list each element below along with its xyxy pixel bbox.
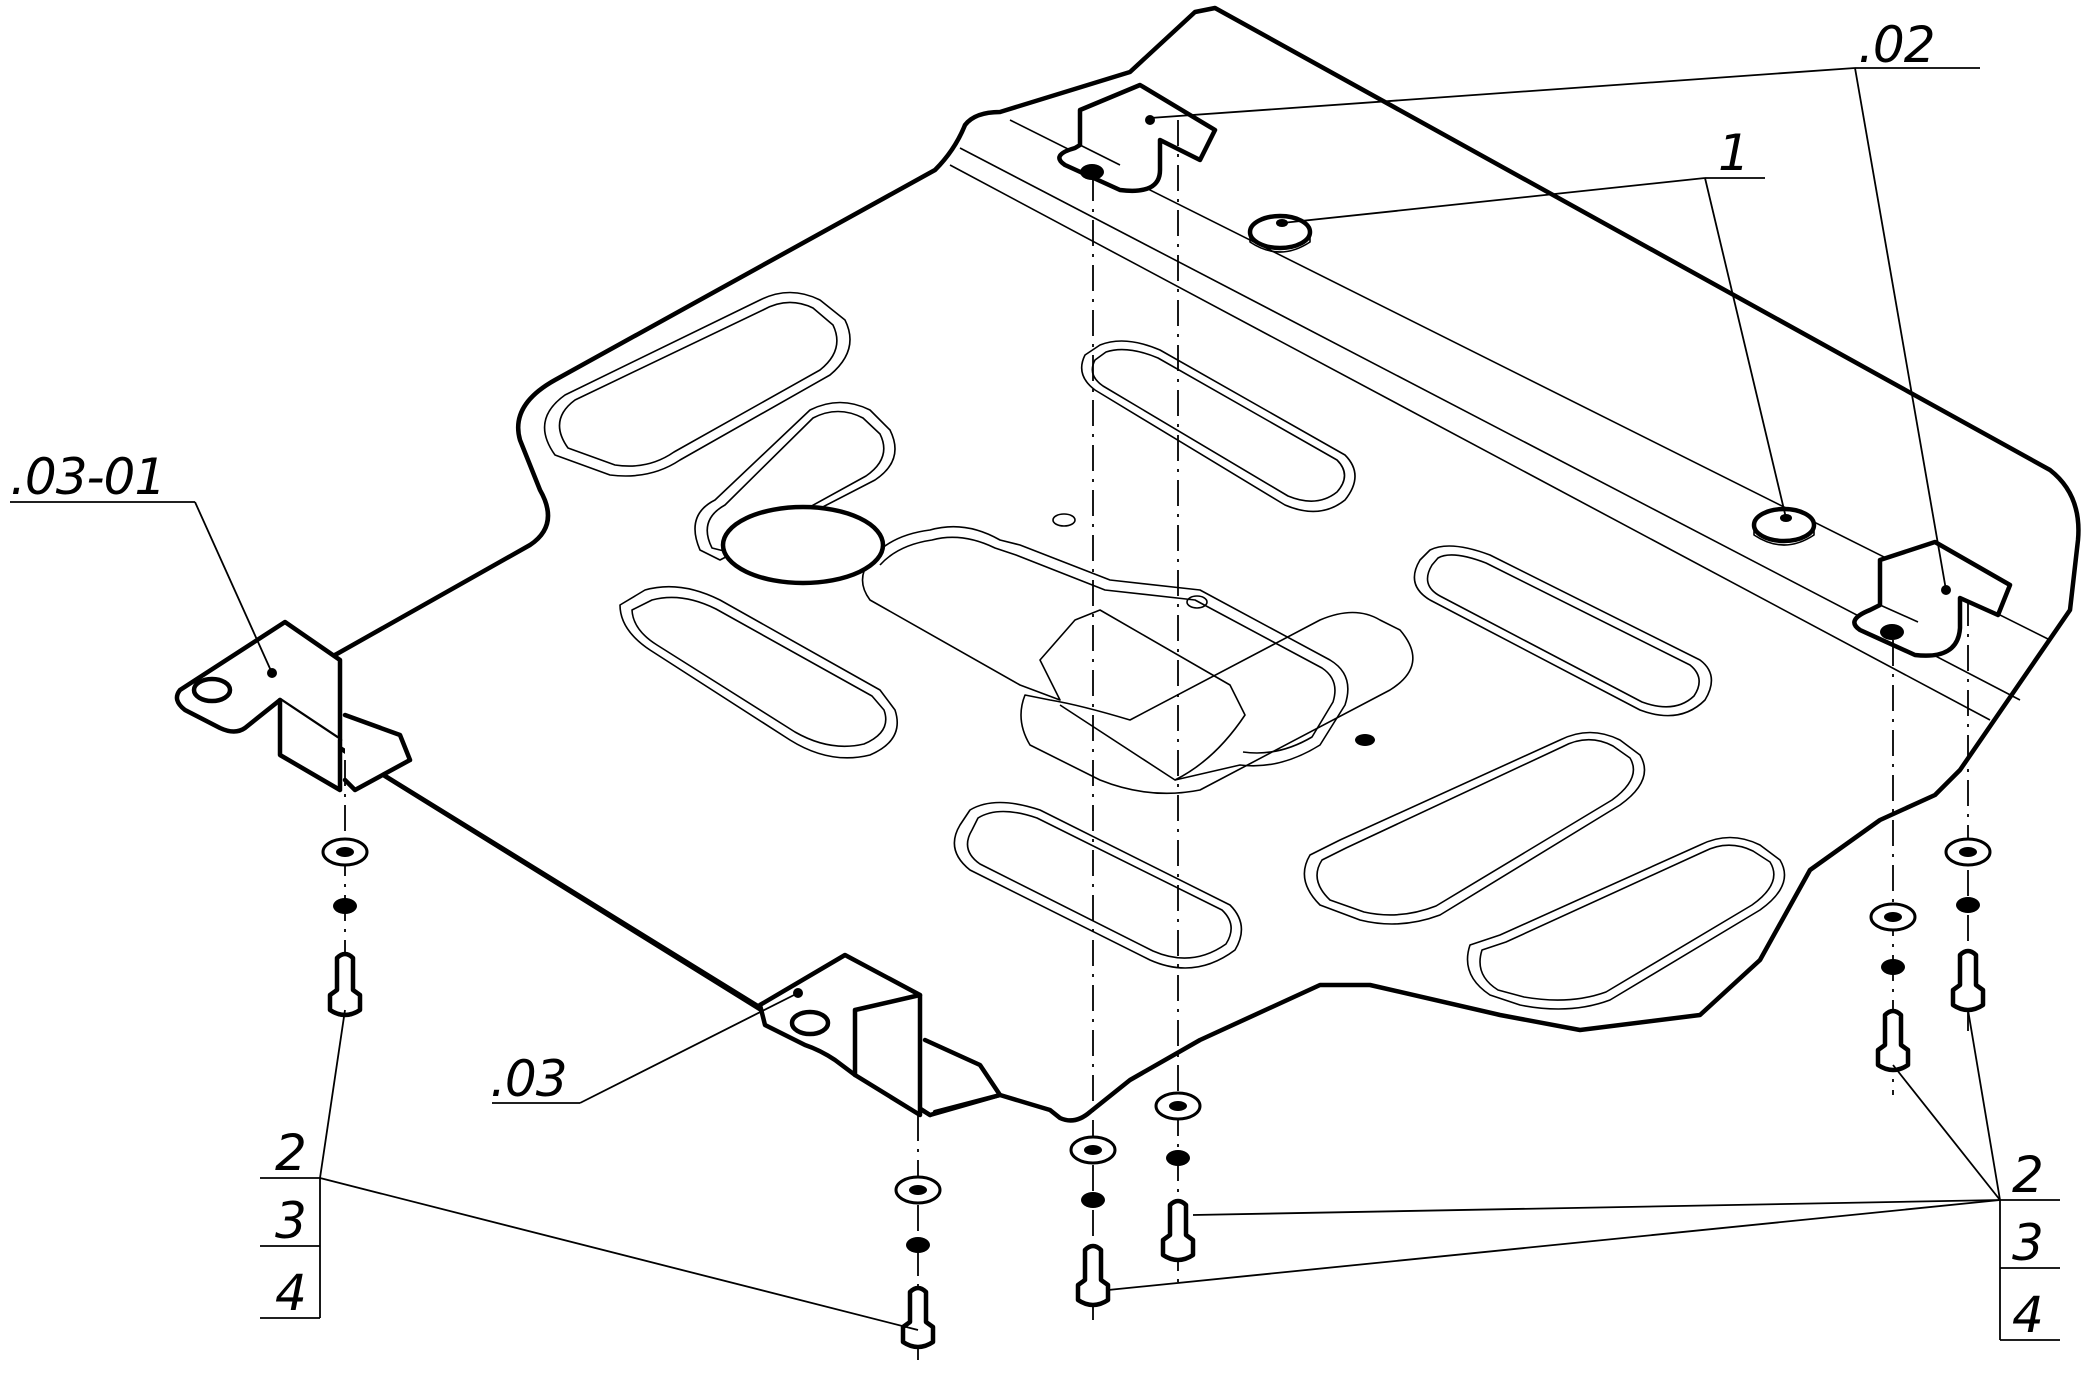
fastener-stack-center-1 bbox=[1069, 1135, 1117, 1308]
small-hole-2 bbox=[1186, 595, 1208, 609]
slot-2-inner bbox=[706, 410, 885, 553]
stud-left bbox=[1247, 213, 1313, 253]
rear-bend-line-3 bbox=[1009, 119, 2051, 641]
slot-10 bbox=[1466, 836, 1786, 1010]
bracket-02-left bbox=[1057, 82, 1218, 194]
slot-2 bbox=[694, 401, 896, 561]
slot-3-inner bbox=[1091, 348, 1346, 502]
rear-bend-line-1 bbox=[959, 147, 2021, 701]
fasteners bbox=[321, 837, 1992, 1350]
slot-5-outline bbox=[869, 525, 1349, 781]
small-hole-1 bbox=[1052, 513, 1076, 527]
label-part-1: 1 bbox=[1718, 124, 1749, 182]
slot-9-inner bbox=[1316, 738, 1635, 916]
fastener-stack-right-2 bbox=[1944, 837, 1992, 1013]
leader-lines bbox=[10, 67, 2060, 1341]
slot-8 bbox=[953, 801, 1243, 969]
fastener-stack-right-1 bbox=[1869, 902, 1917, 1073]
fastener-stack-center-2 bbox=[1154, 1091, 1202, 1263]
slot-9 bbox=[1303, 731, 1646, 925]
skid-plate bbox=[174, 5, 2081, 1123]
slot-3 bbox=[1080, 340, 1356, 513]
label-part-02: .02 bbox=[1858, 16, 1935, 74]
label-left-stack-4: 4 bbox=[275, 1264, 306, 1322]
slot-7-inner bbox=[1426, 554, 1700, 708]
rear-bend-line-2 bbox=[949, 164, 1991, 721]
plate-outline bbox=[332, 5, 2081, 1123]
large-round-hole bbox=[720, 504, 886, 586]
slot-1 bbox=[543, 291, 851, 477]
slot-10-inner bbox=[1479, 844, 1775, 1001]
label-left-stack-3: 3 bbox=[275, 1192, 306, 1250]
slot-4-inner bbox=[631, 596, 887, 748]
slot-6 bbox=[1020, 611, 1414, 795]
slot-4 bbox=[619, 585, 898, 759]
label-part-03-01: .03-01 bbox=[10, 448, 165, 506]
label-left-stack-2: 2 bbox=[275, 1124, 306, 1182]
bracket-03 bbox=[757, 952, 1003, 1118]
slot-8-inner bbox=[966, 810, 1232, 959]
stud-right bbox=[1751, 506, 1817, 546]
label-right-stack-3: 3 bbox=[2012, 1214, 2043, 1272]
slot-5-inner bbox=[879, 536, 1336, 754]
emboss-slots bbox=[543, 291, 1786, 1010]
fastener-stack-03 bbox=[894, 1175, 942, 1350]
slot-5 bbox=[861, 559, 1246, 781]
label-right-stack-4: 4 bbox=[2012, 1286, 2043, 1344]
callout-labels: .02 1 .03-01 .03 2 3 4 2 3 4 bbox=[10, 16, 2044, 1344]
small-hole-3 bbox=[1355, 734, 1375, 746]
slot-1-inner bbox=[558, 301, 838, 467]
fastener-stack-left bbox=[321, 837, 369, 1018]
bracket-03-01 bbox=[174, 619, 413, 793]
label-part-03: .03 bbox=[490, 1050, 567, 1108]
label-right-stack-2: 2 bbox=[2012, 1146, 2043, 1204]
slot-7 bbox=[1413, 545, 1713, 717]
